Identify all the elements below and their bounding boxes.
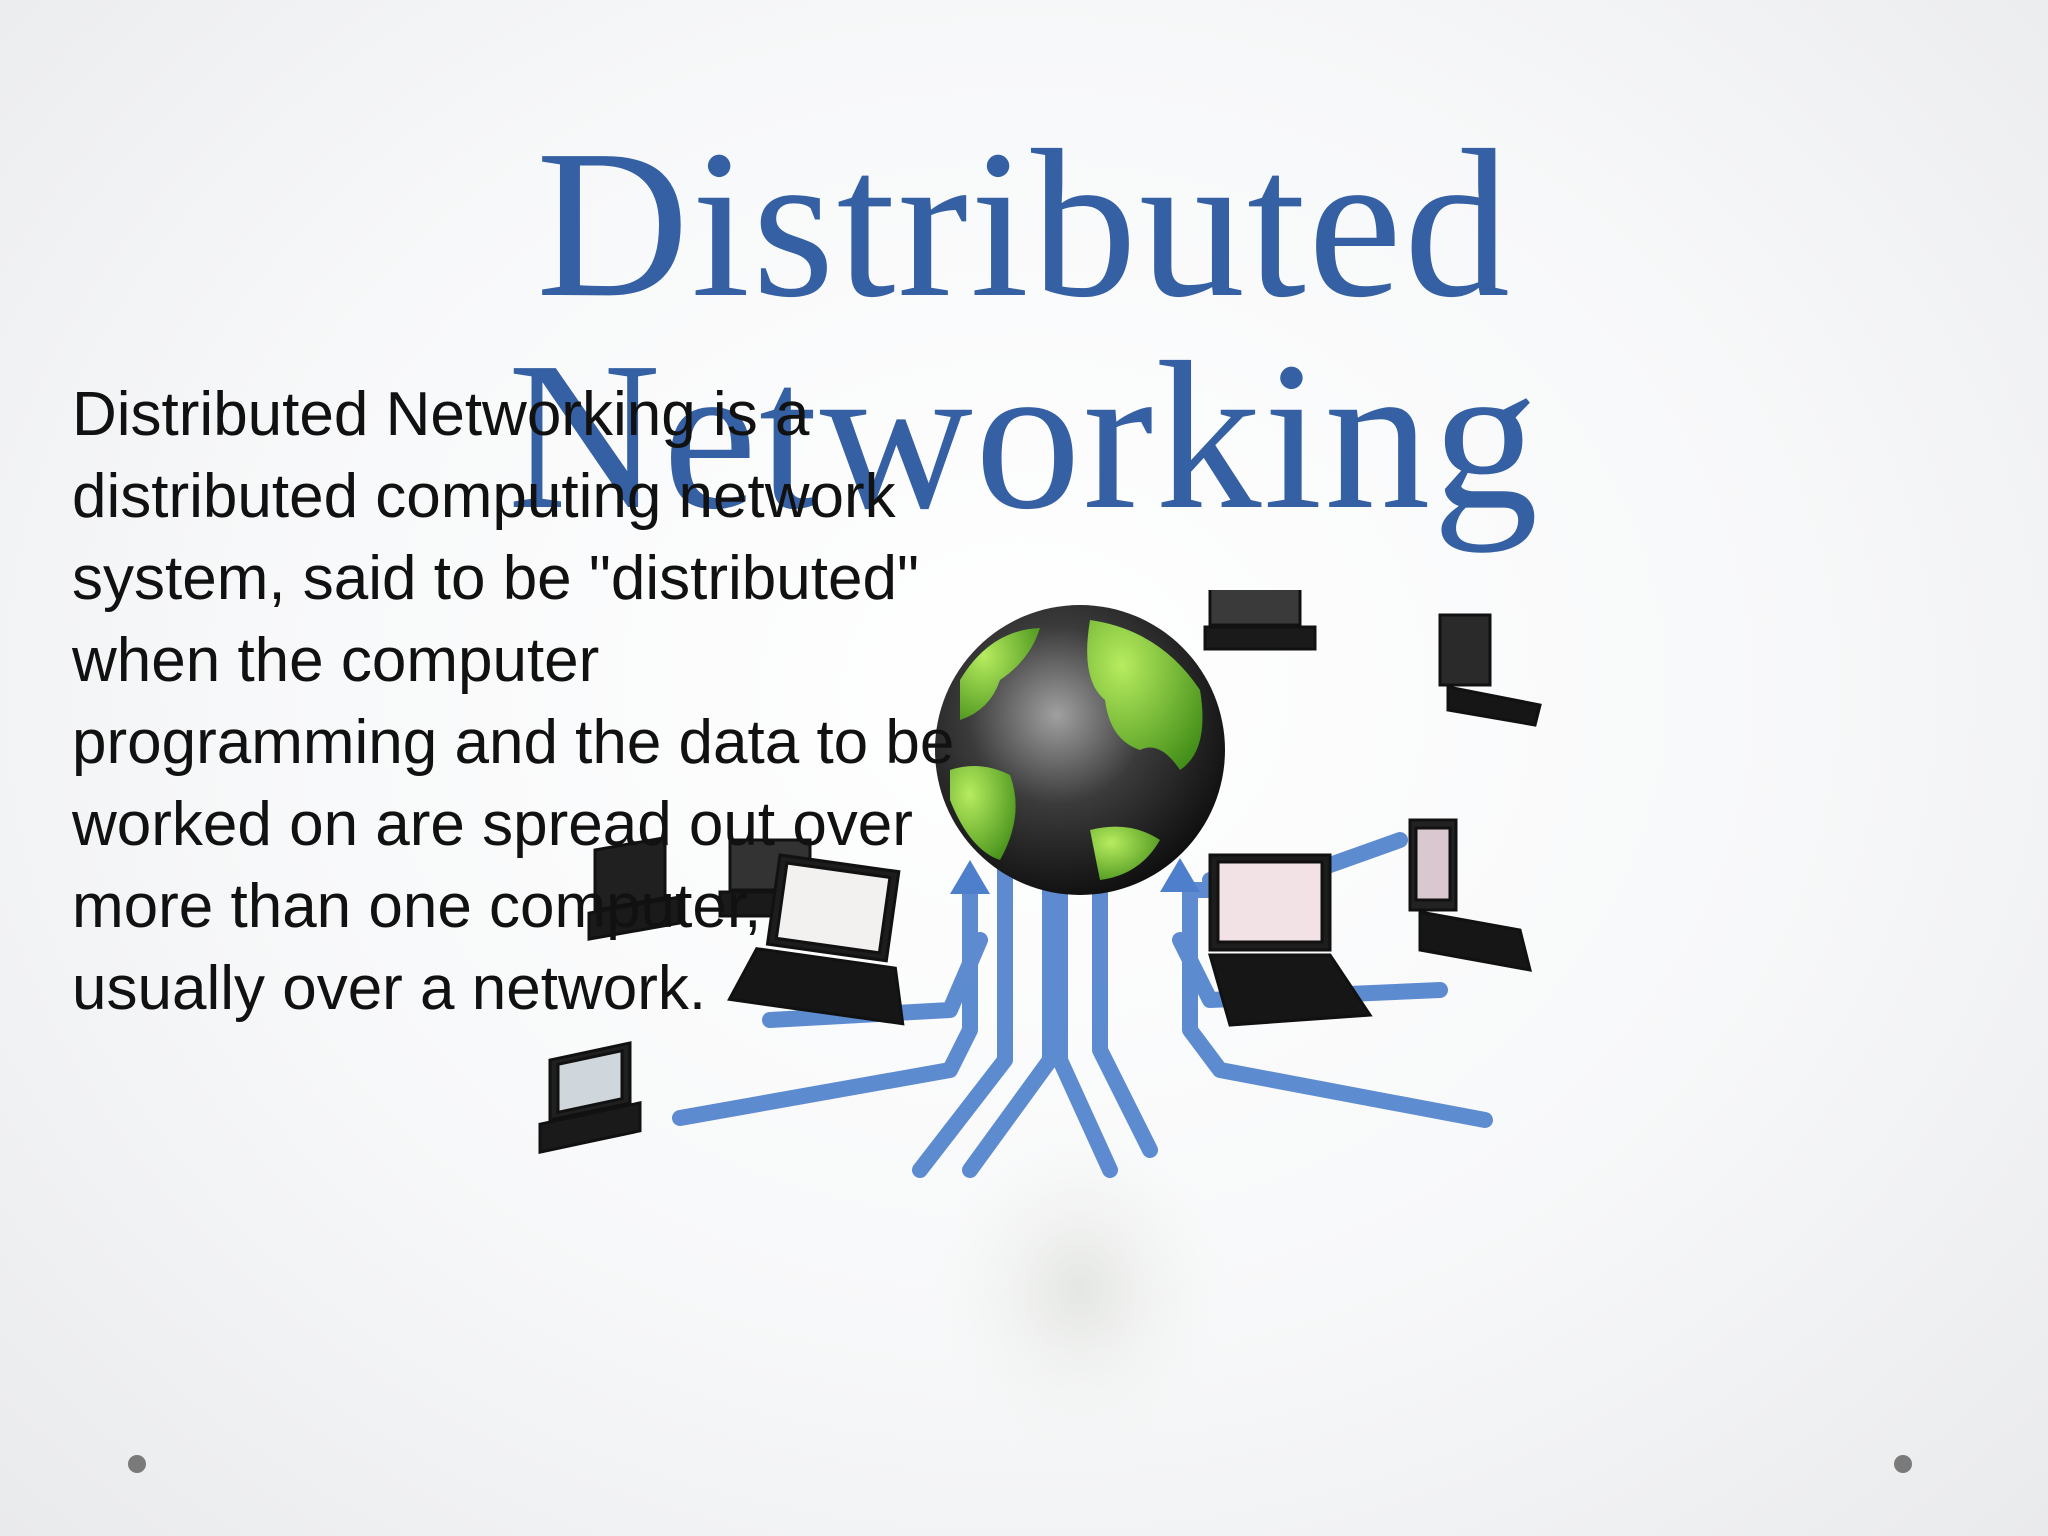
body-line: programming and the data to be (72, 708, 955, 777)
body-line: usually over a network. (72, 954, 707, 1023)
slide-title: Distributed Networking (507, 106, 1541, 553)
bullet-dot-right (1894, 1455, 1912, 1473)
body-line: distributed computing network (72, 462, 896, 531)
body-line: worked on are spread out over (72, 790, 913, 859)
body-line: when the computer (72, 626, 600, 695)
bullet-dot-left (128, 1455, 146, 1473)
network-illustration (450, 590, 1700, 1536)
body-line: system, said to be "distributed" (72, 544, 919, 613)
body-text: Distributed Networking is a distributed … (72, 374, 1072, 1030)
globe-reflection (930, 1120, 1230, 1460)
laptop-icon (538, 590, 1542, 1154)
body-line: more than one computer, (72, 872, 762, 941)
globe-icon (935, 605, 1225, 895)
body-line: Distributed Networking is a (72, 380, 810, 449)
